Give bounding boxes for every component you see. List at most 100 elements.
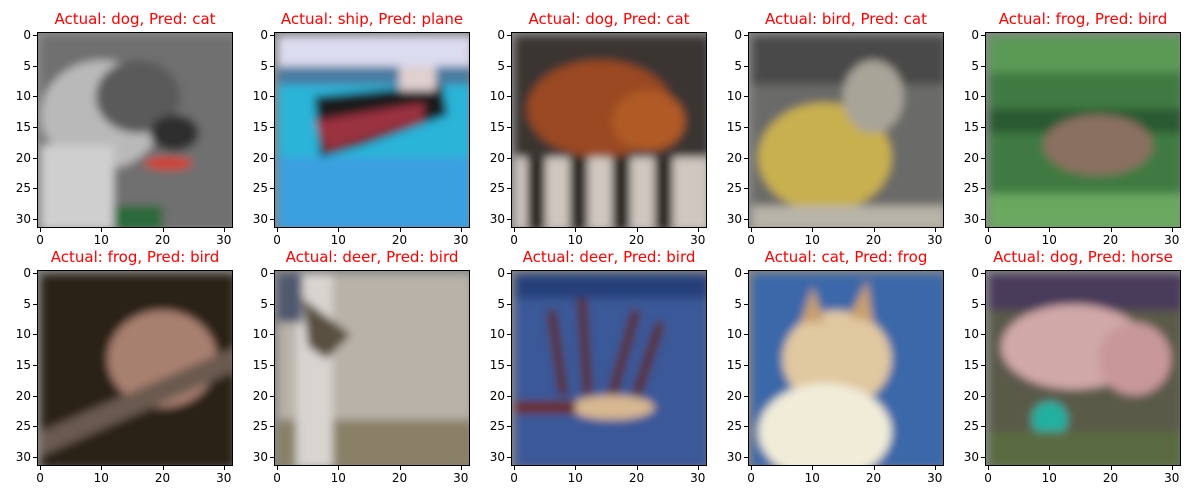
x-tick-mark (812, 228, 814, 232)
x-tick-label: 30 (216, 471, 232, 485)
y-tick-mark (33, 364, 37, 366)
panel-title: Actual: frog, Pred: bird (998, 10, 1168, 28)
y-tick-mark (33, 35, 37, 37)
y-tick-mark (33, 273, 37, 275)
x-tick-mark (460, 466, 462, 470)
y-tick-label: 5 (23, 296, 31, 311)
x-tick-label: 30 (1164, 471, 1180, 485)
x-tick-label: 0 (510, 233, 518, 247)
x-tick-label: 30 (1164, 233, 1180, 247)
x-tick-mark (636, 228, 638, 232)
x-tick-mark (460, 228, 462, 232)
x-tick-label: 20 (865, 471, 882, 485)
x-tick-mark (1049, 466, 1051, 470)
x-tick-label: 20 (628, 233, 645, 247)
y-tick-mark (33, 96, 37, 98)
y-tick-mark (981, 456, 985, 458)
y-tick-label: 5 (971, 58, 979, 73)
x-tick-mark (1171, 228, 1173, 232)
y-tick-label: 30 (15, 211, 31, 226)
image-pixels (41, 36, 232, 227)
x-tick-mark (697, 466, 699, 470)
y-tick-label: 5 (971, 296, 979, 311)
y-tick-label: 10 (489, 327, 505, 342)
x-tick-mark (636, 466, 638, 470)
x-tick-mark (514, 228, 516, 232)
y-tick-mark (981, 96, 985, 98)
y-tick-mark (981, 65, 985, 67)
y-tick-mark (270, 395, 274, 397)
y-tick-label: 0 (734, 266, 742, 281)
y-tick-label: 25 (726, 419, 742, 434)
panel-title: Actual: bird, Pred: cat (765, 10, 927, 28)
x-tick-mark (1110, 466, 1112, 470)
y-tick-mark (981, 334, 985, 336)
y-tick-label: 30 (489, 449, 505, 464)
x-tick-label: 20 (628, 471, 645, 485)
panel-title: Actual: deer, Pred: bird (285, 248, 459, 266)
y-tick-mark (33, 65, 37, 67)
y-tick-label: 25 (489, 181, 505, 196)
y-tick-label: 10 (252, 327, 268, 342)
x-tick-label: 30 (927, 471, 943, 485)
sample-image-dog (511, 32, 707, 228)
y-tick-label: 20 (252, 150, 268, 165)
y-tick-mark (270, 157, 274, 159)
y-tick-mark (33, 456, 37, 458)
y-tick-mark (270, 273, 274, 275)
x-tick-mark (1049, 228, 1051, 232)
y-tick-mark (744, 188, 748, 190)
image-pixels (515, 274, 706, 465)
y-tick-label: 20 (963, 388, 979, 403)
y-tick-label: 15 (252, 357, 268, 372)
sample-image-cat (748, 270, 944, 466)
panel-title: Actual: ship, Pred: plane (280, 10, 464, 28)
y-tick-label: 15 (15, 357, 31, 372)
image-pixels (752, 36, 943, 227)
y-tick-mark (507, 126, 511, 128)
y-tick-label: 30 (963, 211, 979, 226)
y-tick-label: 10 (726, 89, 742, 104)
x-tick-mark (40, 228, 42, 232)
x-tick-mark (1110, 228, 1112, 232)
y-tick-mark (270, 218, 274, 220)
y-tick-label: 15 (15, 119, 31, 134)
y-tick-mark (270, 426, 274, 428)
y-tick-label: 5 (734, 58, 742, 73)
sample-image-bird (748, 32, 944, 228)
y-tick-label: 20 (963, 150, 979, 165)
x-tick-mark (873, 228, 875, 232)
image-pixels (989, 274, 1180, 465)
y-tick-label: 30 (489, 211, 505, 226)
y-tick-label: 25 (252, 419, 268, 434)
y-tick-mark (744, 364, 748, 366)
x-tick-mark (399, 228, 401, 232)
sample-image-dog (37, 32, 233, 228)
y-tick-label: 5 (497, 296, 505, 311)
y-tick-mark (507, 426, 511, 428)
y-tick-label: 0 (497, 28, 505, 43)
x-tick-label: 20 (154, 233, 171, 247)
y-tick-label: 10 (489, 89, 505, 104)
image-pixels (278, 274, 469, 465)
x-tick-label: 20 (391, 471, 408, 485)
x-tick-label: 30 (216, 233, 232, 247)
y-tick-mark (507, 65, 511, 67)
y-tick-label: 10 (963, 89, 979, 104)
panel-title: Actual: dog, Pred: horse (993, 248, 1173, 266)
y-tick-mark (981, 273, 985, 275)
x-tick-mark (40, 466, 42, 470)
x-tick-mark (873, 466, 875, 470)
y-tick-mark (33, 157, 37, 159)
y-tick-mark (744, 334, 748, 336)
image-pixels (752, 274, 943, 465)
y-tick-mark (270, 364, 274, 366)
x-tick-mark (934, 228, 936, 232)
y-tick-mark (270, 96, 274, 98)
x-tick-label: 10 (1041, 233, 1057, 247)
y-tick-label: 25 (15, 181, 31, 196)
y-tick-label: 25 (726, 181, 742, 196)
y-tick-mark (744, 395, 748, 397)
panel-title: Actual: dog, Pred: cat (528, 10, 690, 28)
